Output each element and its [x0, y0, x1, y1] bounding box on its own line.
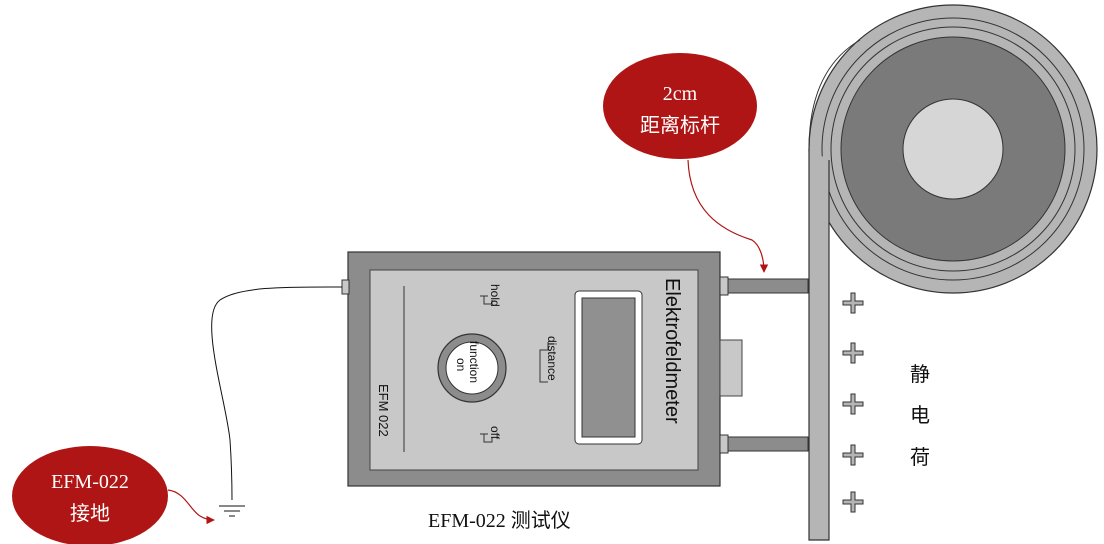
- distance-rod-callout-line1: 2cm: [663, 83, 698, 105]
- plus-charge-5: [842, 491, 864, 513]
- off-button-icon: [480, 433, 493, 443]
- distance-rod-callout-line2: 距离标杆: [640, 114, 720, 137]
- charge-symbols: [842, 292, 864, 513]
- material-roll: [808, 4, 1098, 541]
- ground-icon: [219, 505, 245, 517]
- plus-charge-3: [842, 393, 864, 415]
- device-brand: Elektrofeldmeter: [661, 278, 683, 424]
- device-model: EFM 022: [376, 384, 391, 437]
- grounding-callout-line1: EFM-022: [51, 471, 129, 493]
- hold-button-icon: [480, 295, 493, 305]
- charge-label-1: 静: [910, 363, 930, 386]
- distance-label: distance: [545, 336, 559, 381]
- plus-charge-2: [842, 342, 864, 364]
- charge-label-3: 荷: [910, 446, 930, 469]
- plus-charge-1: [842, 292, 864, 314]
- distance-button-icon: [539, 342, 549, 383]
- off-label: off: [488, 426, 502, 440]
- distance-rod-callout: [603, 53, 769, 273]
- efm-device: [341, 251, 743, 487]
- ground-cable: [211, 286, 343, 501]
- probe-rods: [719, 276, 809, 454]
- device-caption: EFM-022 测试仪: [428, 509, 571, 532]
- on-label: on: [454, 358, 468, 371]
- plus-charge-4: [842, 444, 864, 466]
- grounding-callout-line2: 接地: [70, 502, 110, 525]
- hold-label: hold: [488, 284, 502, 307]
- charge-label-2: 电: [910, 404, 930, 427]
- grounding-callout: [12, 446, 215, 544]
- function-label: function: [467, 341, 481, 383]
